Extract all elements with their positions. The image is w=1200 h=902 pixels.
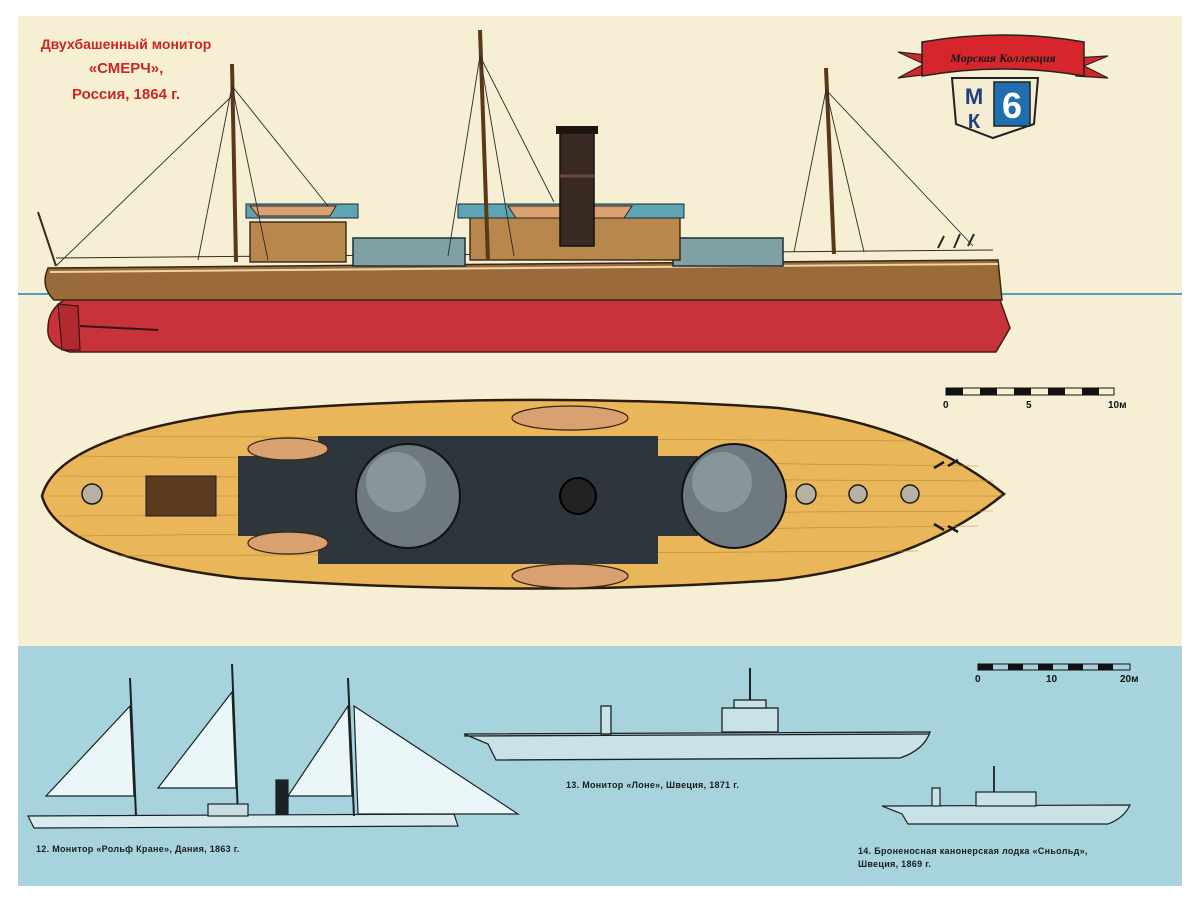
ship-13-turret xyxy=(721,707,779,733)
scale-bottom-tick-10: 10 xyxy=(1046,674,1058,685)
scale-top-tick-10: 10м xyxy=(1108,400,1127,411)
boat-top-left xyxy=(247,437,329,461)
title-line-1: Двухбашенный монитор xyxy=(40,36,212,52)
forward-hatch-1 xyxy=(795,483,817,505)
hull-underwater xyxy=(47,299,1011,353)
scale-bar-bottom xyxy=(977,663,1131,671)
logo-letter-m: М xyxy=(965,84,983,109)
ship-12-sail-1 xyxy=(44,704,135,797)
caption-ship-12: 12. Монитор «Рольф Кране», Дания, 1863 г… xyxy=(36,844,240,854)
ship-12-rolf-krake xyxy=(27,663,521,829)
bowsprit-staff xyxy=(37,211,57,267)
scale-bottom-tick-20: 20м xyxy=(1120,674,1139,685)
ship-12-turret xyxy=(207,803,249,817)
fore-mast xyxy=(824,67,836,255)
ship-12-sail-3 xyxy=(286,704,353,797)
main-mast xyxy=(478,29,490,261)
logo-banner-text: Морская Коллекция xyxy=(949,51,1055,65)
ship-12-sail-2 xyxy=(156,690,237,789)
title-line-3: Россия, 1864 г. xyxy=(71,86,181,103)
scale-bottom-tick-0: 0 xyxy=(975,674,981,685)
ship-12-mast-3 xyxy=(347,677,355,817)
forward-turret xyxy=(672,237,784,267)
forward-turret-top-highlight xyxy=(692,452,752,512)
bow-anchor-davits xyxy=(937,233,975,249)
ship-12-hull xyxy=(27,813,459,829)
aft-hatch xyxy=(81,483,103,505)
propeller-shaft xyxy=(79,325,159,331)
central-structure xyxy=(238,436,698,564)
poster-sheet: Двухбашенный монитор «СМЕРЧ», Россия, 18… xyxy=(18,16,1182,886)
ship-13-turret-top xyxy=(733,699,767,709)
ship-12-jib xyxy=(353,704,521,815)
logo-number-box xyxy=(993,81,1031,127)
scale-top-tick-5: 5 xyxy=(1026,400,1032,411)
aft-turret xyxy=(352,237,466,267)
rudder xyxy=(57,303,81,351)
funnel-cap xyxy=(556,126,598,134)
aft-skylight xyxy=(145,475,217,517)
logo-banner xyxy=(921,34,1085,77)
boat-top-right xyxy=(511,405,629,431)
boat-bottom-left xyxy=(247,531,329,555)
caption-ship-14-line-1: 14. Броненосная канонерская лодка «Сньол… xyxy=(858,846,1088,856)
ship-13-funnel xyxy=(600,705,612,735)
drawing-canvas: Морская Коллекция М К 6 xyxy=(18,29,1182,829)
caption-ship-14-line-2: Швеция, 1869 г. xyxy=(858,859,932,869)
ship-14-hull xyxy=(881,804,1131,825)
caption-ship-13: 13. Монитор «Лоне», Швеция, 1871 г. xyxy=(566,780,740,790)
ship-14-snjold xyxy=(881,766,1131,825)
ship-12-funnel xyxy=(275,779,289,815)
boat-bottom-right xyxy=(511,563,629,589)
ship-14-funnel xyxy=(931,787,941,807)
scale-top-tick-0: 0 xyxy=(943,400,949,411)
aft-mast xyxy=(230,63,238,263)
rigging xyxy=(55,55,974,267)
title-line-2: «СМЕРЧ», xyxy=(88,60,164,77)
publisher-logo: Морская Коллекция М К 6 xyxy=(897,34,1109,140)
aft-turret-top-highlight xyxy=(366,452,426,512)
funnel xyxy=(559,127,595,247)
ship-13-deck xyxy=(463,733,931,737)
ship-12-mast-1 xyxy=(129,677,137,817)
forward-hatch-2 xyxy=(848,484,868,504)
logo-number: 6 xyxy=(1002,85,1022,126)
bow-anchors xyxy=(933,458,959,534)
logo-letter-k: К xyxy=(968,111,981,133)
funnel-top xyxy=(559,477,597,515)
smerch-side-view xyxy=(18,29,1182,353)
aft-boat xyxy=(248,205,337,217)
forward-hatch-3 xyxy=(900,484,920,504)
scale-bar-top xyxy=(945,387,1115,396)
ship-14-deckhouse xyxy=(975,791,1037,807)
ship-12-mast-2 xyxy=(231,663,239,817)
ship-13-lone xyxy=(463,668,931,761)
aft-deckhouse xyxy=(249,221,347,263)
deck-edge xyxy=(49,263,999,273)
smerch-plan-view xyxy=(40,398,1006,590)
